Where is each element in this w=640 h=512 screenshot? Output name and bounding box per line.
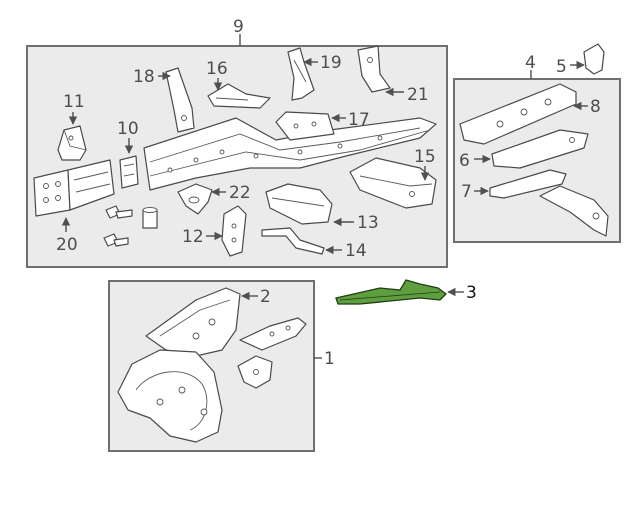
part-12-bracket <box>221 205 247 257</box>
part-7-rail <box>489 169 567 199</box>
part-2-apron <box>145 287 241 357</box>
label-6: 6 <box>459 151 470 171</box>
label-14: 14 <box>345 241 367 261</box>
label-15: 15 <box>414 147 436 167</box>
label-21: 21 <box>407 85 429 105</box>
label-11: 11 <box>63 92 85 112</box>
part-1-small-bracket <box>237 355 273 389</box>
part-22-bracket <box>177 183 213 215</box>
label-19: 19 <box>320 53 342 73</box>
label-3: 3 <box>466 283 477 303</box>
label-18: 18 <box>133 67 155 87</box>
label-7: 7 <box>461 182 472 202</box>
label-8: 8 <box>590 97 601 117</box>
label-2: 2 <box>260 287 271 307</box>
part-15-bracket <box>349 157 437 209</box>
part-17-bracket <box>275 111 335 141</box>
spacer <box>142 207 158 229</box>
part-5-clip <box>583 43 605 75</box>
part-1-upper-bracket <box>239 317 307 351</box>
label-13: 13 <box>357 213 379 233</box>
label-1: 1 <box>324 349 335 369</box>
label-9: 9 <box>233 17 244 37</box>
label-5: 5 <box>556 57 567 77</box>
part-13-bracket <box>265 183 333 225</box>
label-22: 22 <box>229 183 251 203</box>
part-6-rail <box>491 129 589 169</box>
bolt <box>105 205 133 219</box>
label-16: 16 <box>206 59 228 79</box>
part-18-bracket <box>165 67 195 133</box>
part-16-bracket <box>207 83 271 109</box>
part-4-upper-rail <box>459 83 577 145</box>
label-10: 10 <box>117 119 139 139</box>
part-11-bracket <box>57 125 87 161</box>
label-4: 4 <box>525 53 536 73</box>
label-17: 17 <box>348 110 370 130</box>
part-4-lower-bracket <box>539 185 609 237</box>
frame-rail <box>143 117 437 191</box>
part-10-bracket <box>119 155 139 189</box>
part-19-bracket <box>287 47 315 101</box>
label-12: 12 <box>182 227 204 247</box>
part-1-wheelhouse <box>117 349 223 443</box>
part-14-strip <box>261 227 325 255</box>
bolt <box>103 233 129 247</box>
part-20-plate <box>33 159 115 217</box>
label-20: 20 <box>56 235 78 255</box>
part-3-highlighted-rail <box>335 279 447 305</box>
